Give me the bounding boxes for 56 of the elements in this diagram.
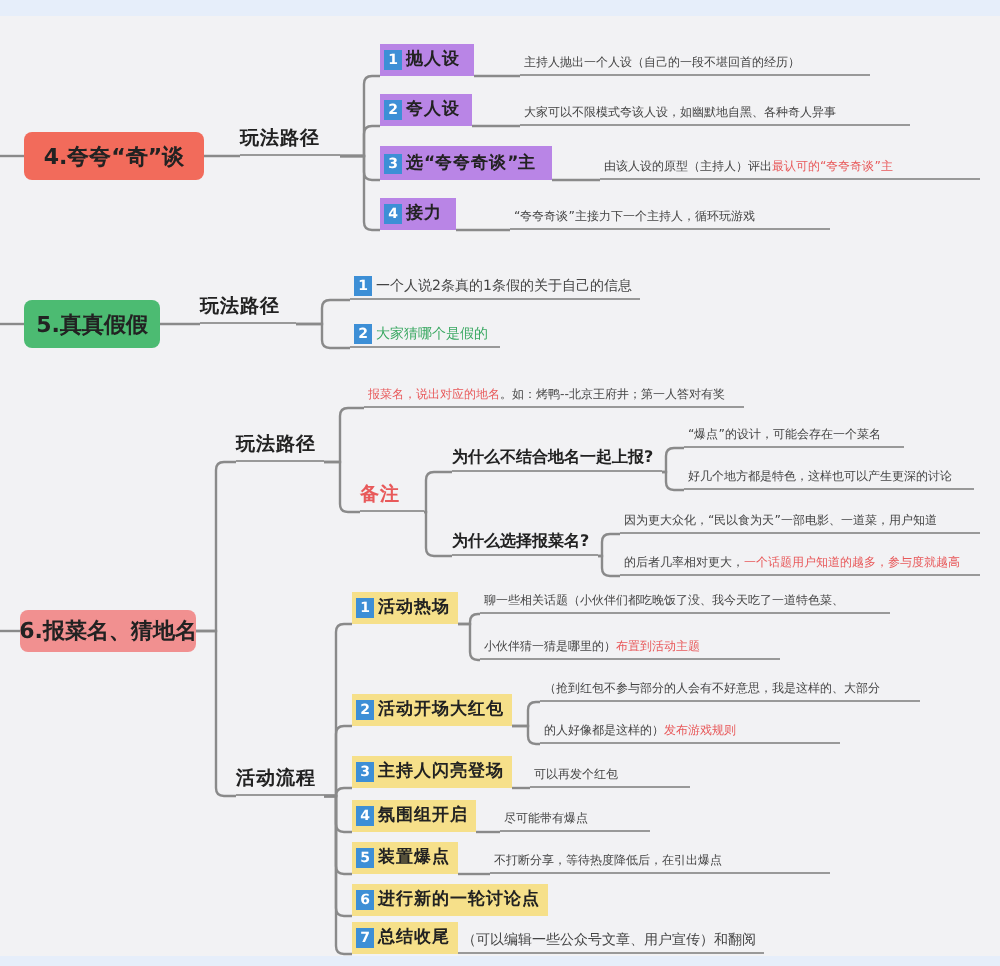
branch-line (204, 154, 240, 158)
topic-label: 接力 (406, 202, 442, 226)
topic-label: 夸人设 (406, 98, 460, 122)
branch-line (662, 446, 684, 474)
topic-box (352, 694, 512, 726)
branch-line (662, 470, 684, 492)
branch-line (340, 154, 380, 232)
branch-line (458, 622, 480, 662)
branch-heading: 玩法路径 (236, 432, 324, 462)
topic-label: 活动开场大红包 (378, 698, 504, 722)
branch-line (0, 154, 24, 158)
branch-item (350, 320, 500, 348)
branch-heading: 玩法路径 (200, 294, 296, 324)
branch-line (160, 322, 200, 326)
topic-label: 选“夸夸奇谈”主 (406, 151, 537, 175)
branch-line (598, 532, 620, 558)
topic-box (352, 922, 458, 954)
branch-line (598, 554, 620, 578)
topic-box (352, 800, 476, 832)
topic-box (380, 94, 472, 126)
branch-line (0, 629, 20, 633)
topic-box (380, 44, 474, 76)
topic-box (352, 592, 458, 624)
branch-heading: 玩法路径 (240, 126, 340, 156)
branch-line (324, 794, 352, 956)
branch-line (296, 322, 350, 350)
branch-heading: 为什么不结合地名一起上报? (452, 444, 662, 472)
topic-box: 4.夸夸“奇”谈 (24, 132, 204, 180)
topic-label: 装置爆点 (378, 846, 450, 870)
branch-item (350, 272, 640, 300)
topic-label: 进行新的一轮讨论点 (378, 888, 540, 912)
topic-box (352, 884, 548, 916)
branch-line (324, 460, 360, 514)
topic-label: 活动热场 (378, 596, 450, 620)
branch-line (552, 178, 600, 182)
topic-box: 5.真真假假 (24, 300, 160, 348)
branch-line (456, 228, 510, 232)
branch-line (458, 872, 490, 876)
branch-heading: 为什么选择报菜名? (452, 528, 598, 556)
topic-box (380, 198, 456, 230)
branch-line (0, 322, 24, 326)
topic-label: 主持人闪亮登场 (378, 760, 504, 784)
topic-box (352, 842, 458, 874)
branch-line (476, 830, 500, 834)
topic-box (352, 756, 512, 788)
branch-heading: 备注 (360, 482, 424, 512)
topic-label: 抛人设 (406, 48, 460, 72)
topic-box (380, 146, 552, 180)
branch-line (512, 724, 540, 746)
branch-line (472, 124, 520, 128)
topic-label: 氛围组开启 (378, 804, 468, 828)
topic-box: 6.报菜名、猜地名 (20, 610, 196, 652)
branch-heading: 活动流程 (236, 766, 324, 796)
topic-label: 总结收尾 (378, 926, 450, 950)
branch-line (196, 629, 236, 798)
branch-line (474, 74, 520, 78)
